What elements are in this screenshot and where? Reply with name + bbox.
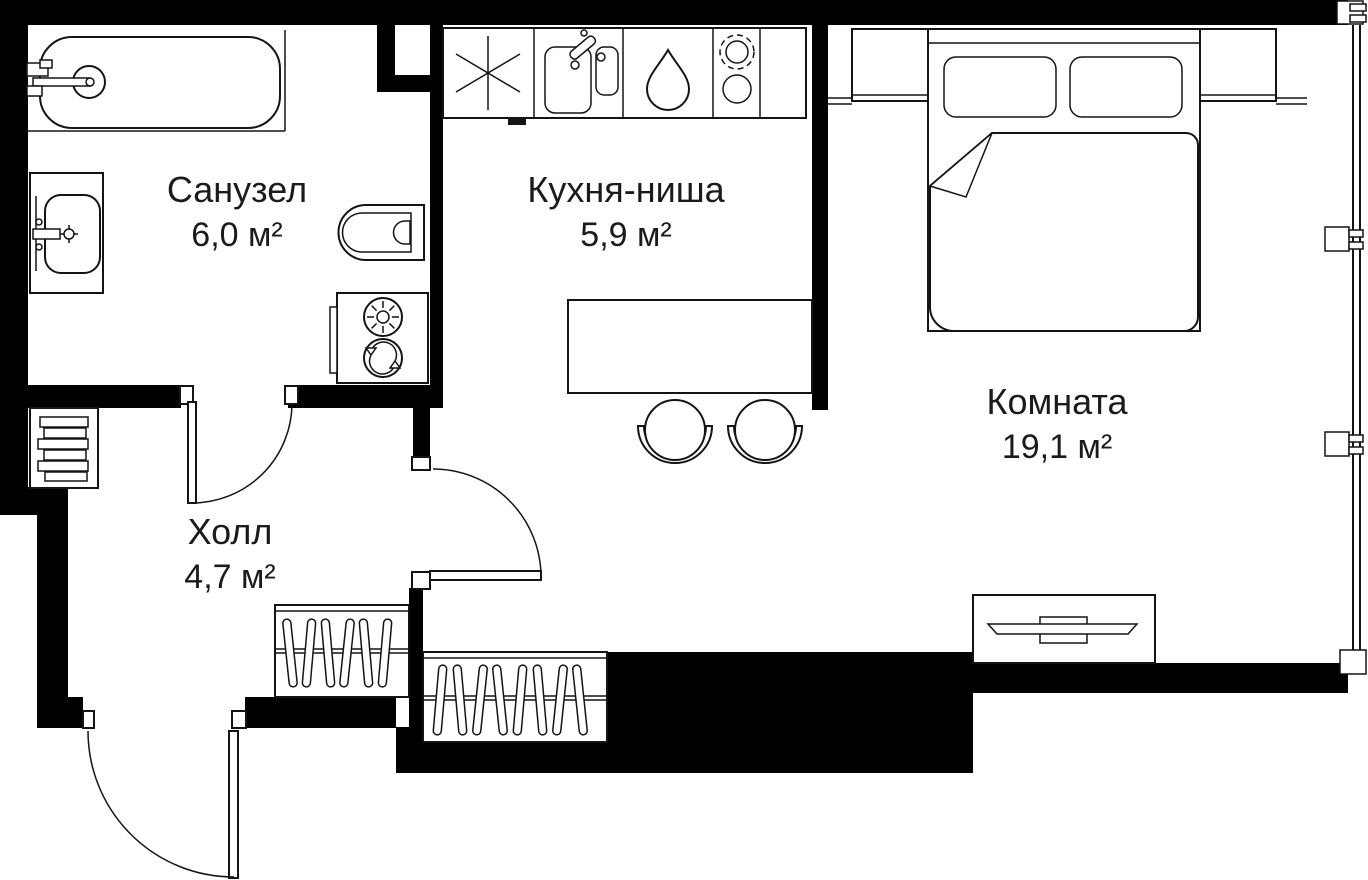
door-swing-arc — [191, 402, 293, 504]
hangers — [432, 664, 588, 736]
tv-console — [972, 594, 1156, 664]
wall-room-south — [968, 663, 1348, 693]
dryer-drum-icon — [363, 338, 403, 378]
entrance-door — [82, 710, 247, 879]
walls — [0, 0, 1348, 773]
room-area: 6,0 м² — [191, 216, 283, 254]
wall-left — [0, 0, 28, 515]
nightstand — [851, 28, 929, 102]
sink-icon — [29, 172, 104, 294]
chair — [636, 399, 714, 464]
toilet-icon — [337, 204, 425, 261]
bathtub-icon — [26, 30, 286, 132]
window-wall — [1324, 0, 1367, 675]
door-leaf — [228, 730, 239, 879]
chair — [726, 399, 804, 464]
kitchen-door — [411, 456, 542, 590]
bed — [927, 28, 1201, 332]
door-leaf — [429, 570, 542, 581]
hangers — [282, 618, 393, 688]
door-leaf — [187, 401, 197, 504]
shelf-stack-icon — [29, 407, 99, 489]
snowflake-icon — [455, 36, 521, 110]
door-jamb — [284, 385, 299, 405]
wall-entry-left-foot — [37, 697, 83, 728]
wall-bathroom-south-left — [28, 385, 181, 408]
wall-bathroom-south-right — [288, 385, 443, 408]
room-label-kitchen: Кухня-ниша 5,9 м² — [527, 169, 725, 254]
wall-kitchen-door-upper — [413, 398, 430, 458]
pillow — [943, 56, 1057, 118]
room-label-hall: Холл 4,7 м² — [184, 511, 276, 596]
window-connector — [1339, 649, 1367, 675]
blanket — [929, 132, 1199, 332]
water-drop-icon — [645, 47, 691, 111]
wardrobe — [422, 651, 608, 743]
room-label-bathroom: Санузел 6,0 м² — [166, 169, 308, 254]
washer-dryer-icon — [329, 292, 429, 384]
room-label-room: Комната 19,1 м² — [986, 381, 1128, 466]
vent-shaft-bottom — [377, 75, 430, 92]
wall-kitchen-room — [812, 25, 828, 410]
room-area: 4,7 м² — [184, 558, 276, 596]
door-swing-arc — [432, 468, 542, 578]
wall-bottom-slab-right — [607, 652, 973, 773]
wall-top — [0, 0, 1348, 25]
window-mullion — [1324, 226, 1364, 252]
window-mullion — [1324, 431, 1364, 457]
room-name: Санузел — [166, 169, 308, 210]
door-jamb — [82, 710, 95, 729]
bathroom-door — [179, 385, 299, 504]
dining-table — [567, 299, 813, 394]
kitchen-sink-icon — [544, 29, 619, 114]
nightstand — [1199, 28, 1277, 102]
wall-kitchen-west — [430, 25, 443, 385]
tv-icon — [986, 623, 1139, 635]
wall-entry-right — [245, 697, 396, 728]
door-jamb — [231, 710, 247, 729]
door-jamb — [179, 385, 194, 405]
sink-faucet-icon — [32, 228, 61, 240]
wardrobe — [274, 604, 410, 698]
window-connector — [1336, 0, 1367, 25]
wall-hall-step — [28, 487, 68, 515]
kitchen-counter — [442, 27, 807, 125]
room-area: 5,9 м² — [580, 216, 672, 254]
two-burner-stove-icon — [719, 34, 755, 104]
room-name: Холл — [187, 511, 273, 552]
room-name: Кухня-ниша — [527, 169, 725, 210]
room-area: 19,1 м² — [1001, 428, 1113, 466]
wall-hall-left — [37, 515, 68, 728]
door-swing-arc — [87, 730, 235, 878]
blanket-fold — [928, 132, 993, 198]
wall-kitchen-door-lower — [409, 588, 423, 730]
room-name: Комната — [986, 381, 1128, 422]
pillow — [1069, 56, 1183, 118]
washer-drum-icon — [363, 297, 403, 337]
window-sill-lines — [828, 97, 1307, 105]
door-jamb — [411, 571, 431, 590]
door-jamb — [411, 456, 431, 471]
